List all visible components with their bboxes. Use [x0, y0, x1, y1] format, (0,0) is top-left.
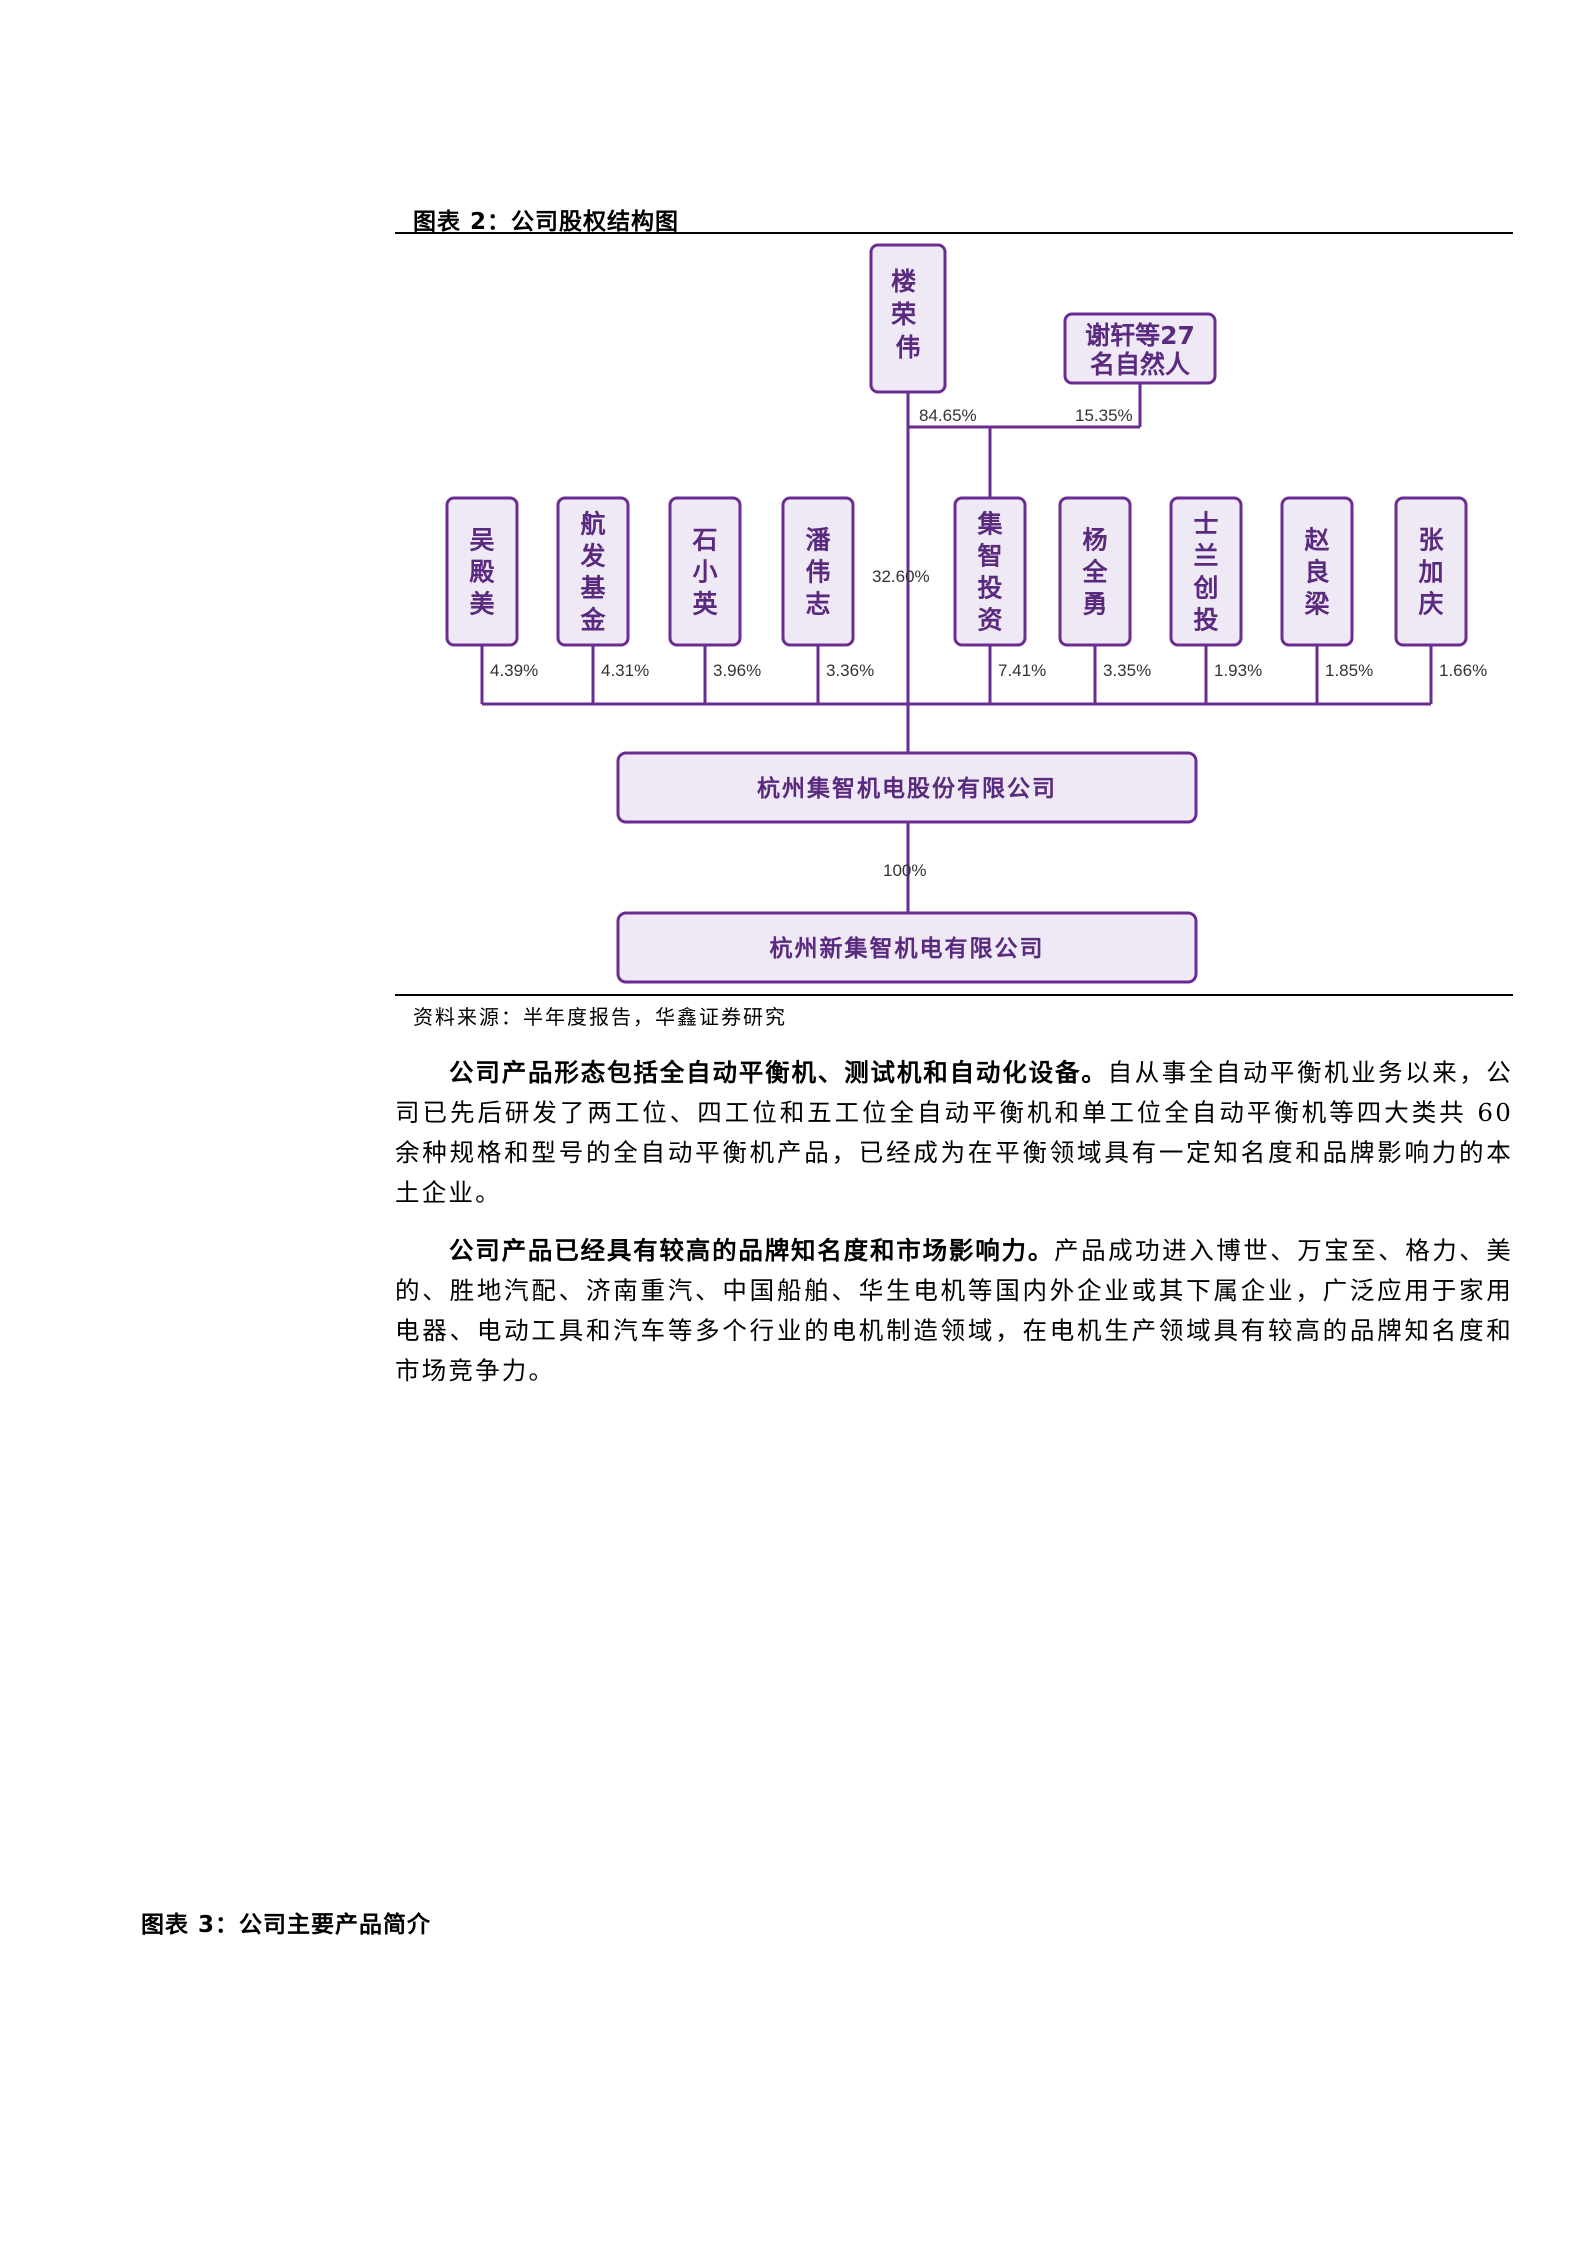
shareholder-name: 张加庆	[1417, 526, 1444, 619]
shareholder-name: 潘伟志	[805, 526, 831, 619]
shareholder-pct: 3.36%	[826, 661, 874, 680]
subsidiary-name: 杭州新集智机电有限公司	[770, 935, 1045, 962]
paragraph-2: 公司产品已经具有较高的品牌知名度和市场影响力。产品成功进入博世、万宝至、格力、美…	[395, 1231, 1513, 1391]
louronwei-name: 楼 荣 伟	[891, 267, 925, 362]
figure-3-title: 图表 3：公司主要产品简介	[141, 1912, 432, 1938]
ownership-structure-diagram: 楼 荣 伟 谢轩等27 名自然人 84.65% 15.35% 32.60% 吴殿…	[445, 243, 1487, 984]
paragraph-2-body: 产品成功进入博世、万宝至、格力、美的、胜地汽配、济南重汽、中国船舶、华生电机等国…	[395, 1236, 1514, 1385]
shareholder-pct: 1.93%	[1214, 661, 1262, 680]
shareholder-pct: 1.66%	[1439, 661, 1487, 680]
figure-top-rule	[395, 232, 1513, 234]
shareholder-pct: 7.41%	[998, 661, 1046, 680]
shareholder-box: 士兰创投	[1169, 496, 1243, 647]
shareholder-pct: 4.39%	[490, 661, 538, 680]
xiexuan-to-jizhi-pct: 15.35%	[1075, 406, 1133, 425]
paragraph-1-body: 自从事全自动平衡机业务以来，公司已先后研发了两工位、四工位和五工位全自动平衡机和…	[395, 1058, 1514, 1207]
paragraph-1-lead: 公司产品形态包括全自动平衡机、测试机和自动化设备。	[449, 1058, 1108, 1087]
louronwei-direct-pct: 32.60%	[872, 567, 930, 586]
figure-bottom-rule	[395, 994, 1513, 996]
figure-source: 资料来源：半年度报告，华鑫证券研究	[413, 1005, 787, 1029]
xiexuan-name-line2: 名自然人	[1090, 350, 1190, 379]
shareholder-pct: 3.35%	[1103, 661, 1151, 680]
xiexuan-name-line1: 谢轩等27	[1085, 321, 1195, 350]
subsidiary-pct: 100%	[883, 861, 926, 880]
shareholder-pct: 1.85%	[1325, 661, 1373, 680]
shareholder-box: 航发基金	[556, 496, 630, 647]
paragraph-2-lead: 公司产品已经具有较高的品牌知名度和市场影响力。	[449, 1236, 1055, 1265]
louronwei-to-jizhi-pct: 84.65%	[919, 406, 977, 425]
shareholder-box: 石小英	[668, 496, 742, 647]
subsidiary-box: 杭州新集智机电有限公司	[616, 911, 1198, 984]
shareholder-box: 潘伟志	[781, 496, 855, 647]
shareholder-name: 航发基金	[579, 510, 606, 635]
shareholder-name: 赵良梁	[1303, 526, 1330, 619]
shareholder-box: 张加庆	[1394, 496, 1468, 647]
shareholder-box: 吴殿美	[445, 496, 519, 647]
shareholder-pct: 3.96%	[713, 661, 761, 680]
shareholder-box: 赵良梁	[1280, 496, 1354, 647]
xiexuan-box: 谢轩等27 名自然人	[1063, 312, 1217, 385]
shareholder-box: 杨全勇	[1058, 496, 1132, 647]
shareholder-connectors	[480, 645, 1433, 704]
shareholder-name: 集智投资	[976, 510, 1003, 635]
shareholder-box: 集智投资	[953, 496, 1027, 647]
louronwei-box: 楼 荣 伟	[869, 243, 947, 394]
shareholders-row: 吴殿美 4.39% 航发基金 4.31% 石小英 3.96% 潘伟志 3.36% 集智投资 7.4…	[445, 496, 1487, 680]
shareholder-name: 吴殿美	[468, 526, 495, 619]
shareholder-name: 士兰创投	[1192, 510, 1218, 635]
paragraph-1: 公司产品形态包括全自动平衡机、测试机和自动化设备。自从事全自动平衡机业务以来，公…	[395, 1053, 1513, 1213]
shareholder-name: 石小英	[691, 526, 718, 619]
company-name: 杭州集智机电股份有限公司	[757, 775, 1057, 802]
company-box: 杭州集智机电股份有限公司	[616, 751, 1198, 824]
shareholder-name: 杨全勇	[1081, 526, 1108, 619]
figure-2-title: 图表 2：公司股权结构图	[413, 209, 680, 235]
shareholder-pct: 4.31%	[601, 661, 649, 680]
